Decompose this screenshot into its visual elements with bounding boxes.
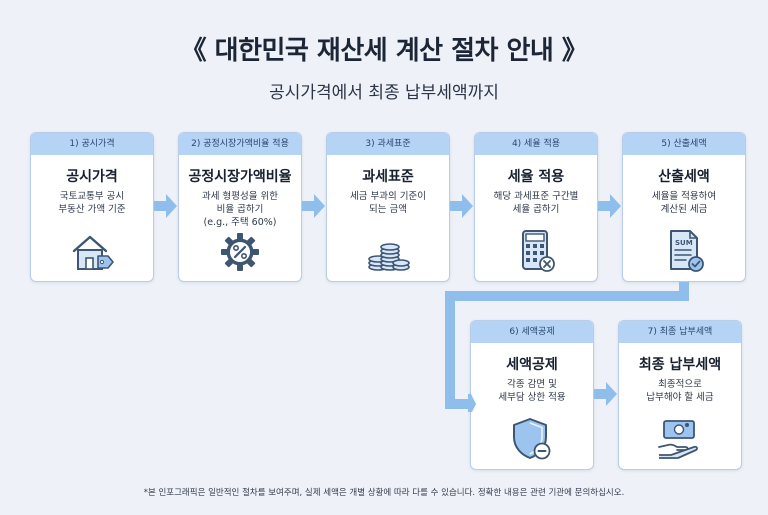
step-name: 과세표준: [362, 169, 414, 185]
arrow-right-5: [594, 382, 617, 406]
step-card-6: 6) 세액공제 세액공제 각종 감면 및 세부담 상한 적용: [470, 320, 594, 470]
arrow-right-2: [302, 194, 325, 218]
step-description: 최종적으로 납부해야 할 세금: [646, 379, 714, 403]
step-tab-label: 6) 세액공제: [471, 321, 593, 343]
page-subtitle: 공시가격에서 최종 납부세액까지: [269, 83, 499, 103]
step-description: 국토교통부 공시 부동산 가액 기준: [58, 191, 126, 215]
step-description: 각종 감면 및 세부담 상한 적용: [498, 379, 566, 403]
step-name: 공시가격: [66, 169, 118, 185]
step-description: 세금 부과의 기준이 되는 금액: [350, 191, 426, 215]
step-name: 산출세액: [658, 169, 710, 185]
page-title: 《 대한민국 재산세 계산 절차 안내 》: [180, 36, 588, 66]
money-hand-icon: [658, 420, 698, 459]
arrow-right-4: [598, 194, 621, 218]
step-card-3: 3) 과세표준 과세표준 세금 부과의 기준이 되는 금액: [326, 132, 450, 282]
shield-minus-icon: [513, 418, 551, 460]
step-card-1: 1) 공시가격 공시가격 국토교통부 공시 부동산 가액 기준: [30, 132, 154, 282]
footnote: *본 인포그래픽은 일반적인 절차를 보여주며, 실제 세액은 개별 상황에 따…: [143, 488, 625, 498]
step-description: 세율을 적용하여 계산된 세금: [651, 191, 717, 215]
step-card-4: 4) 세율 적용 세율 적용 해당 과세표준 구간별 세율 곱하기: [474, 132, 598, 282]
step-name: 최종 납부세액: [638, 357, 722, 373]
step-tab-label: 1) 공시가격: [31, 133, 153, 155]
calculator-icon: [522, 230, 555, 272]
sum-label: SUM: [675, 239, 693, 247]
step-tab-label: 7) 최종 납부세액: [619, 321, 741, 343]
arrow-right-1: [154, 194, 177, 218]
gear-percent-icon: [221, 233, 259, 271]
step-tab-label: 4) 세율 적용: [475, 133, 597, 155]
arrow-right-3: [450, 194, 473, 218]
sum-document-icon: SUM: [670, 230, 704, 272]
step-tab-label: 3) 과세표준: [327, 133, 449, 155]
step-card-2: 2) 공정시장가액비율 적용 공정시장가액비율 과세 형평성을 위한 비율 곱하…: [178, 132, 302, 282]
step-card-7: 7) 최종 납부세액 최종 납부세액 최종적으로 납부해야 할 세금: [618, 320, 742, 470]
step-card-5: 5) 산출세액 산출세액 세율을 적용하여 계산된 세금 SUM: [622, 132, 746, 282]
house-price-tag-icon: [72, 235, 114, 270]
connector-arrow: [445, 282, 689, 412]
step-name: 공정시장가액비율: [188, 169, 292, 185]
coin-stack-icon: [368, 243, 410, 271]
step-description: 과세 형평성을 위한 비율 곱하기 (e.g., 주택 60%): [202, 191, 278, 228]
step-name: 세액공제: [506, 357, 558, 373]
step-tab-label: 2) 공정시장가액비율 적용: [179, 133, 301, 155]
step-name: 세율 적용: [507, 169, 565, 185]
step-tab-label: 5) 산출세액: [623, 133, 745, 155]
step-description: 해당 과세표준 구간별 세율 곱하기: [493, 191, 579, 215]
